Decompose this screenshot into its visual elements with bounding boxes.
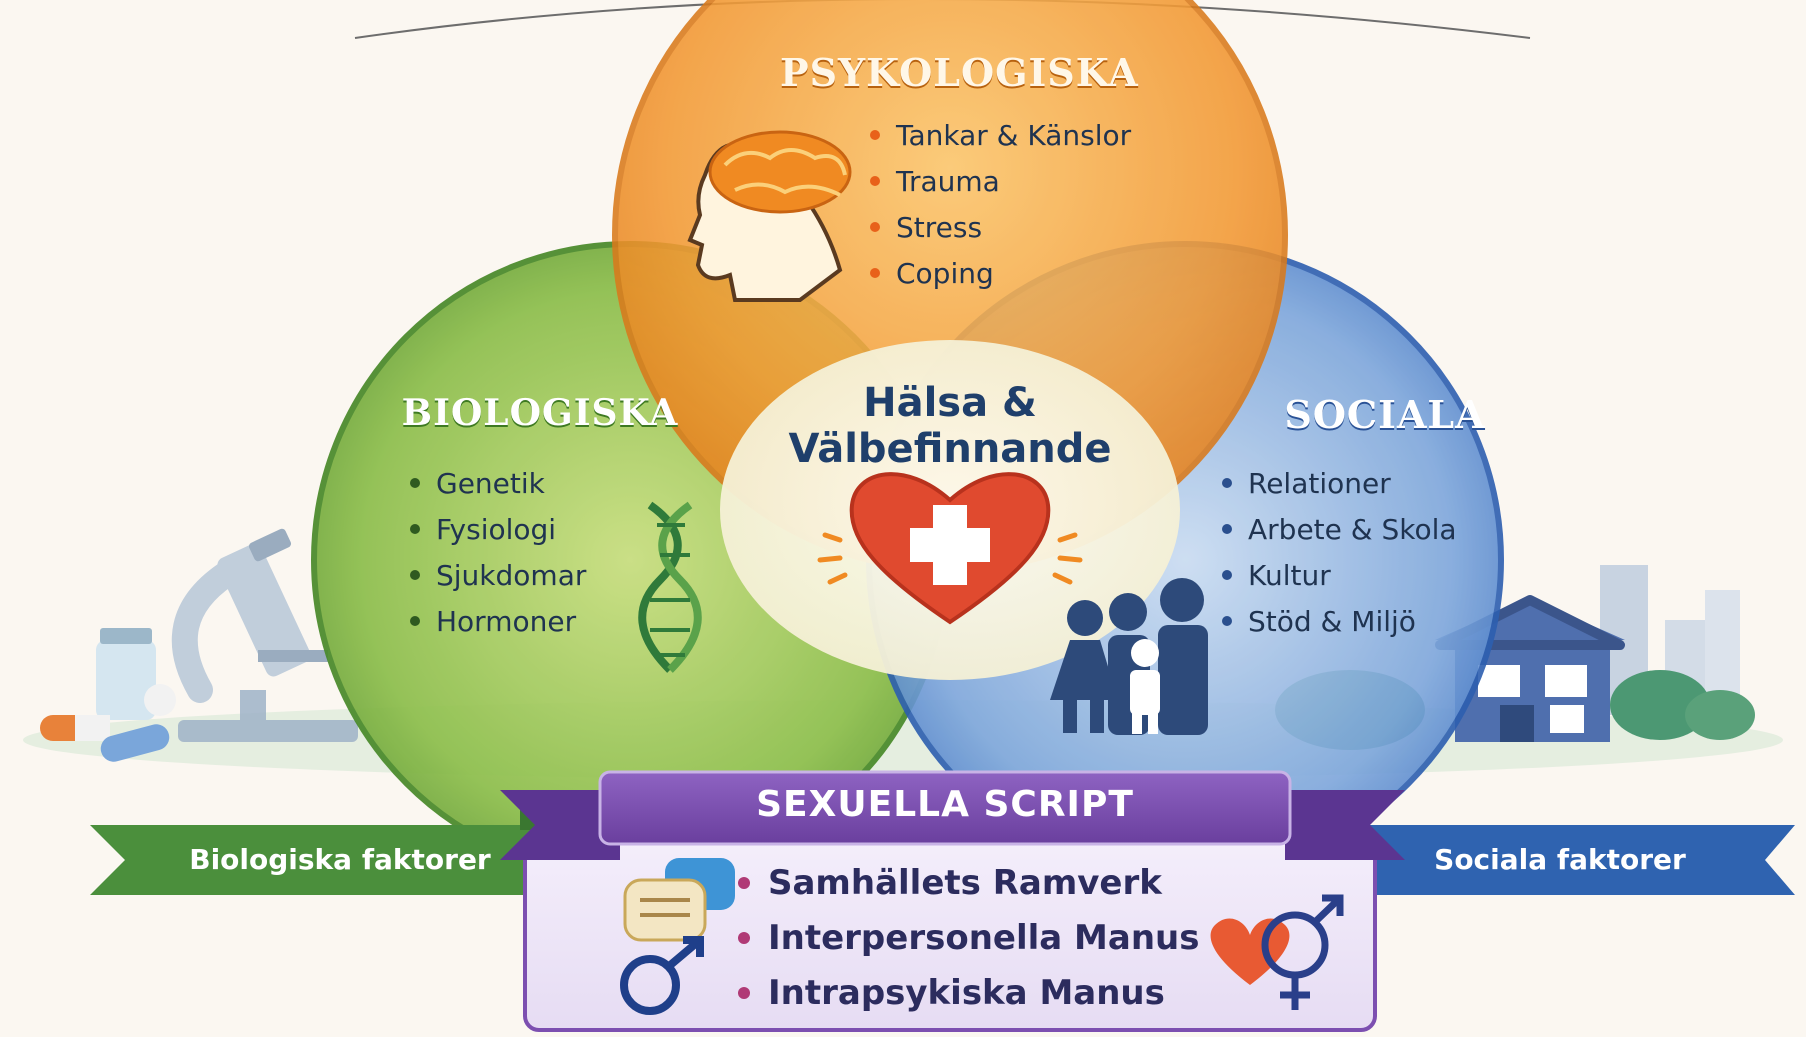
list-item: Hormoner bbox=[410, 598, 586, 644]
gender-heart-icon bbox=[1210, 894, 1344, 1010]
pills-icon bbox=[40, 628, 176, 762]
list-item: Genetik bbox=[410, 460, 586, 506]
list-item: Arbete & Skola bbox=[1222, 506, 1457, 552]
list-item: Trauma bbox=[870, 158, 1131, 204]
list-item: Relationer bbox=[1222, 460, 1457, 506]
social-title: SOCIALA bbox=[1284, 392, 1486, 437]
top-arc bbox=[354, 0, 1531, 39]
ribbon-label-left: Biologiska faktorer bbox=[189, 843, 491, 876]
list-item: Coping bbox=[870, 250, 1131, 296]
psychological-title: PSYKOLOGISKA bbox=[780, 50, 1139, 95]
biological-list: Genetik Fysiologi Sjukdomar Hormoner bbox=[410, 460, 586, 644]
center-title-line1: Hälsa & bbox=[863, 380, 1037, 426]
center-title-line2: Välbefinnande bbox=[788, 426, 1112, 472]
list-item: Stress bbox=[870, 204, 1131, 250]
script-panel bbox=[500, 770, 1405, 1032]
biological-title: BIOLOGISKA bbox=[401, 392, 679, 434]
list-item: Kultur bbox=[1222, 552, 1457, 598]
male-symbol-icon bbox=[620, 936, 704, 1015]
list-item: Interpersonella Manus bbox=[738, 910, 1199, 965]
social-list: Relationer Arbete & Skola Kultur Stöd & … bbox=[1222, 460, 1457, 644]
list-item: Fysiologi bbox=[410, 506, 586, 552]
psychological-list: Tankar & Känslor Trauma Stress Coping bbox=[870, 112, 1131, 296]
heart-cross-icon bbox=[817, 472, 1083, 625]
list-item: Intrapsykiska Manus bbox=[738, 965, 1199, 1020]
list-item: Sjukdomar bbox=[410, 552, 586, 598]
head-brain-icon bbox=[687, 130, 852, 302]
family-icon bbox=[1050, 578, 1208, 735]
center-title: Hälsa & Välbefinnande bbox=[770, 380, 1130, 472]
script-title: SEXUELLA SCRIPT bbox=[756, 784, 1134, 825]
list-item: Stöd & Miljö bbox=[1222, 598, 1457, 644]
script-list: Samhällets Ramverk Interpersonella Manus… bbox=[738, 855, 1199, 1020]
list-item: Tankar & Känslor bbox=[870, 112, 1131, 158]
list-item: Samhällets Ramverk bbox=[738, 855, 1199, 910]
speech-bubbles-icon bbox=[623, 858, 735, 942]
dna-icon bbox=[638, 501, 702, 673]
ribbon-label-right: Sociala faktorer bbox=[1434, 843, 1686, 876]
microscope-icon bbox=[171, 528, 358, 742]
